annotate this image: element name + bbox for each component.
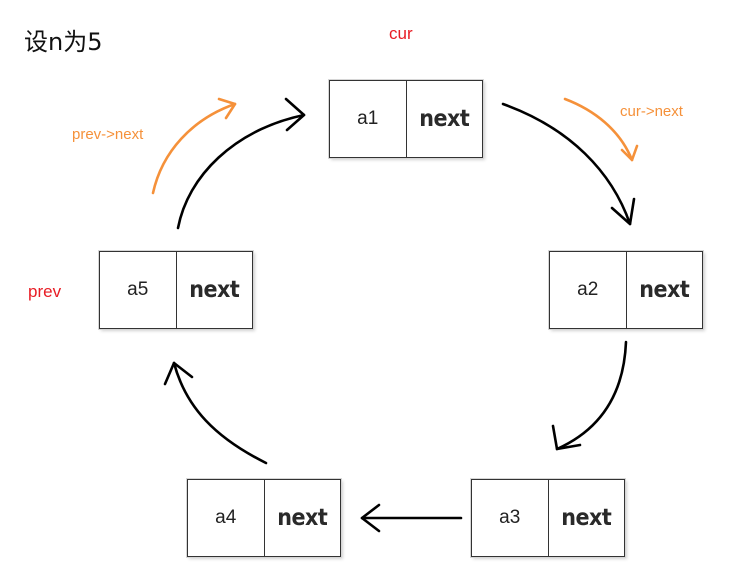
node-next-field: next [625,252,703,328]
node-data: a2 [577,279,599,300]
arrowhead-a2-to-a3 [551,424,582,451]
list-node-a4: a4 next [187,479,341,557]
node-next-field: next [175,252,253,328]
node-data: a1 [357,108,379,129]
page-title: 设n为5 [24,28,103,56]
prev-label: prev [28,282,62,301]
list-node-a3: a3 next [471,479,625,557]
arrow-a2-to-a3 [555,340,628,451]
arrowhead-a1-to-a2 [610,197,636,226]
arrow-a4-to-a5 [172,361,268,465]
list-node-a2: a2 next [549,251,703,329]
list-node-a5: a5 next [99,251,253,329]
arrowhead-a4-to-a5 [163,361,194,386]
node-next-field: next [547,480,625,556]
node-data: a4 [215,507,237,528]
node-next-field: next [405,81,483,157]
node-next-field: next [263,480,341,556]
prev-next-label: prev->next [72,126,144,143]
node-data: a5 [127,279,149,300]
arrowhead-a5-to-a1 [284,97,306,132]
arrow-a5-to-a1 [176,113,306,230]
cur-next-label: cur->next [620,103,683,120]
arrow-a1-to-a2 [501,102,632,226]
orange-arrow-cur-next [563,97,634,162]
orange-arrow-prev-next [151,102,237,195]
list-node-a1: a1 next [329,80,483,158]
cur-label: cur [389,24,413,43]
orange-arrowhead-cur-next [620,144,639,162]
arrowhead-a3-to-a4 [360,503,381,533]
node-data: a3 [499,507,521,528]
orange-arrowhead-prev-next [217,97,237,120]
